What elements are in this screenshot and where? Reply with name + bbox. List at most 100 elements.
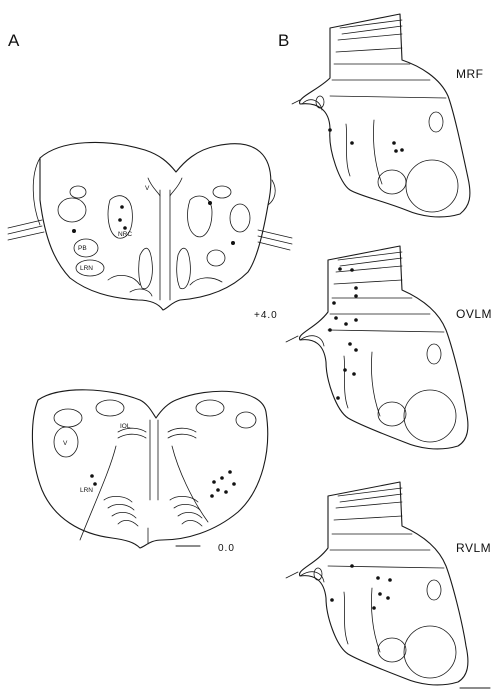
mrf-dot	[392, 141, 396, 145]
lower-dot	[212, 480, 216, 484]
upper-label-pb: PB	[78, 245, 87, 252]
upper-dot	[118, 218, 122, 222]
rvlm-pial-lines	[338, 488, 402, 502]
lower-label-v: V	[63, 440, 68, 447]
lower-dot	[232, 482, 236, 486]
ovlm-dot	[354, 286, 358, 290]
rvlm-lateral-nucleus	[427, 580, 441, 600]
lower-nucleus-left-top-2	[96, 400, 124, 416]
ovlm-dot	[338, 267, 342, 271]
lower-label-lrn: LRN	[80, 487, 93, 494]
rvlm-label: RVLM	[456, 541, 491, 555]
mrf-pial-lines	[340, 20, 402, 34]
mrf-large-nucleus	[406, 160, 458, 212]
rvlm-inner-right	[371, 588, 380, 652]
lower-dot	[216, 488, 220, 492]
section-b-ovlm: OVLM	[286, 246, 492, 449]
lower-dot	[90, 474, 94, 478]
ovlm-label: OVLM	[456, 307, 492, 321]
ovlm-dot	[334, 316, 338, 320]
rvlm-dot	[350, 564, 354, 568]
mrf-tract	[292, 100, 322, 110]
rvlm-outline	[299, 482, 467, 685]
section-a-upper: V PB LRN NRC +4.0	[8, 142, 292, 321]
mrf-dot	[350, 141, 354, 145]
ovlm-dot	[343, 368, 347, 372]
ovlm-dot	[354, 294, 358, 298]
upper-label-nrc: NRC	[118, 231, 132, 238]
ovlm-dot	[350, 268, 354, 272]
upper-midline	[160, 190, 170, 300]
lower-dot	[210, 494, 214, 498]
upper-ventral-loops	[108, 275, 222, 296]
section-a-lower: V IOL LRN 0.0	[32, 390, 267, 554]
upper-nucleus-right-2	[213, 186, 231, 198]
ovlm-dot	[344, 322, 348, 326]
ovlm-layers	[328, 266, 444, 332]
upper-pyramid-right	[177, 248, 191, 289]
upper-nucleus-right-1	[230, 204, 250, 232]
ovlm-large-nucleus	[404, 390, 456, 442]
lower-dot	[228, 470, 232, 474]
ovlm-dot	[328, 328, 332, 332]
upper-dot	[208, 201, 212, 205]
rvlm-pyramid	[378, 638, 406, 662]
upper-v-mark: V	[145, 185, 150, 192]
mrf-label: MRF	[456, 67, 484, 81]
mrf-layers	[330, 34, 446, 98]
lower-fibers-right	[170, 496, 202, 526]
lower-oblique-right	[172, 446, 208, 522]
lower-nucleus-left-top	[54, 409, 82, 427]
upper-dot	[123, 226, 127, 230]
mrf-dot	[328, 128, 332, 132]
mrf-outline	[300, 14, 470, 217]
upper-nerve-left	[8, 220, 44, 240]
lower-io-right	[168, 428, 196, 438]
rvlm-large-nucleus	[404, 626, 456, 678]
upper-dot	[120, 205, 124, 209]
lower-dot	[220, 476, 224, 480]
upper-dot	[231, 241, 235, 245]
section-b-mrf: MRF	[292, 14, 484, 217]
rvlm-inner-left	[344, 592, 348, 644]
upper-nucleus-left-1	[58, 198, 86, 222]
rvlm-dot	[372, 606, 376, 610]
ovlm-dot	[354, 318, 358, 322]
section-b-rvlm: RVLM	[286, 482, 491, 688]
mrf-lateral-nucleus	[429, 112, 443, 132]
rvlm-layers	[328, 502, 444, 568]
ovlm-lateral-nucleus	[427, 344, 441, 364]
upper-level-label: +4.0	[254, 310, 278, 321]
lower-fibers-left	[104, 496, 138, 526]
ovlm-inner-left	[344, 356, 348, 408]
rvlm-dot	[330, 598, 334, 602]
panel-a-label: A	[8, 31, 20, 50]
lower-midline	[150, 420, 158, 500]
ovlm-pyramid	[378, 402, 406, 426]
rvlm-small-nucleus	[314, 568, 322, 580]
rvlm-dot	[378, 592, 382, 596]
ovlm-dot	[348, 342, 352, 346]
lower-dot	[93, 482, 97, 486]
lower-nucleus-right-top-2	[236, 412, 256, 428]
upper-nucleus-right-3	[207, 250, 225, 266]
mrf-dot	[394, 149, 398, 153]
upper-nerve-right	[258, 230, 292, 250]
mrf-dot	[400, 148, 404, 152]
ovlm-inner-right	[371, 352, 380, 416]
panel-b-label: B	[278, 31, 289, 50]
ovlm-dot	[354, 348, 358, 352]
rvlm-dot	[388, 578, 392, 582]
lower-nucleus-right-top	[196, 400, 224, 416]
upper-dot	[72, 229, 76, 233]
ovlm-pial-lines	[338, 252, 402, 266]
lower-dot	[224, 490, 228, 494]
lower-label-iol: IOL	[120, 423, 131, 430]
upper-nucleus-left-2	[70, 186, 86, 198]
upper-left-lobe	[33, 158, 40, 225]
rvlm-dot	[386, 596, 390, 600]
ovlm-outline	[299, 246, 467, 449]
mrf-pyramid	[378, 170, 406, 194]
upper-pyramid-left	[139, 248, 153, 289]
